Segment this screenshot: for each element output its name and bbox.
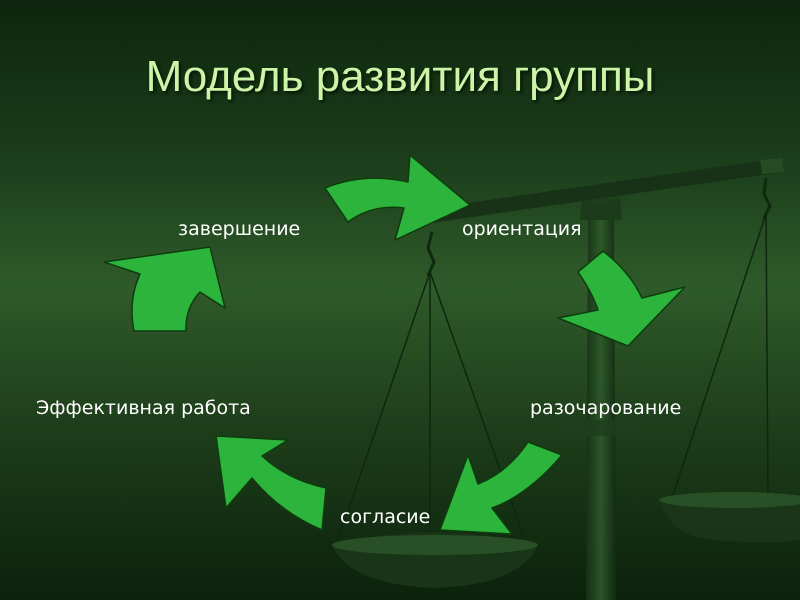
arrow-completion-to-orientation-icon [324, 154, 471, 241]
arrow-disappointment-to-agreement-icon [439, 441, 563, 535]
stage-label-effective-work: Эффективная работа [36, 397, 251, 419]
arrow-effective-work-to-completion-icon [103, 246, 226, 332]
stage-label-orientation: ориентация [462, 218, 582, 240]
arrow-orientation-to-disappointment-icon [557, 250, 686, 347]
stage-label-agreement: согласие [340, 506, 431, 528]
arrow-agreement-to-effective-work-icon [215, 435, 327, 531]
stage-label-completion: завершение [178, 218, 301, 240]
slide-title: Модель развития группы [145, 52, 655, 101]
stage-label-disappointment: разочарование [530, 397, 682, 419]
